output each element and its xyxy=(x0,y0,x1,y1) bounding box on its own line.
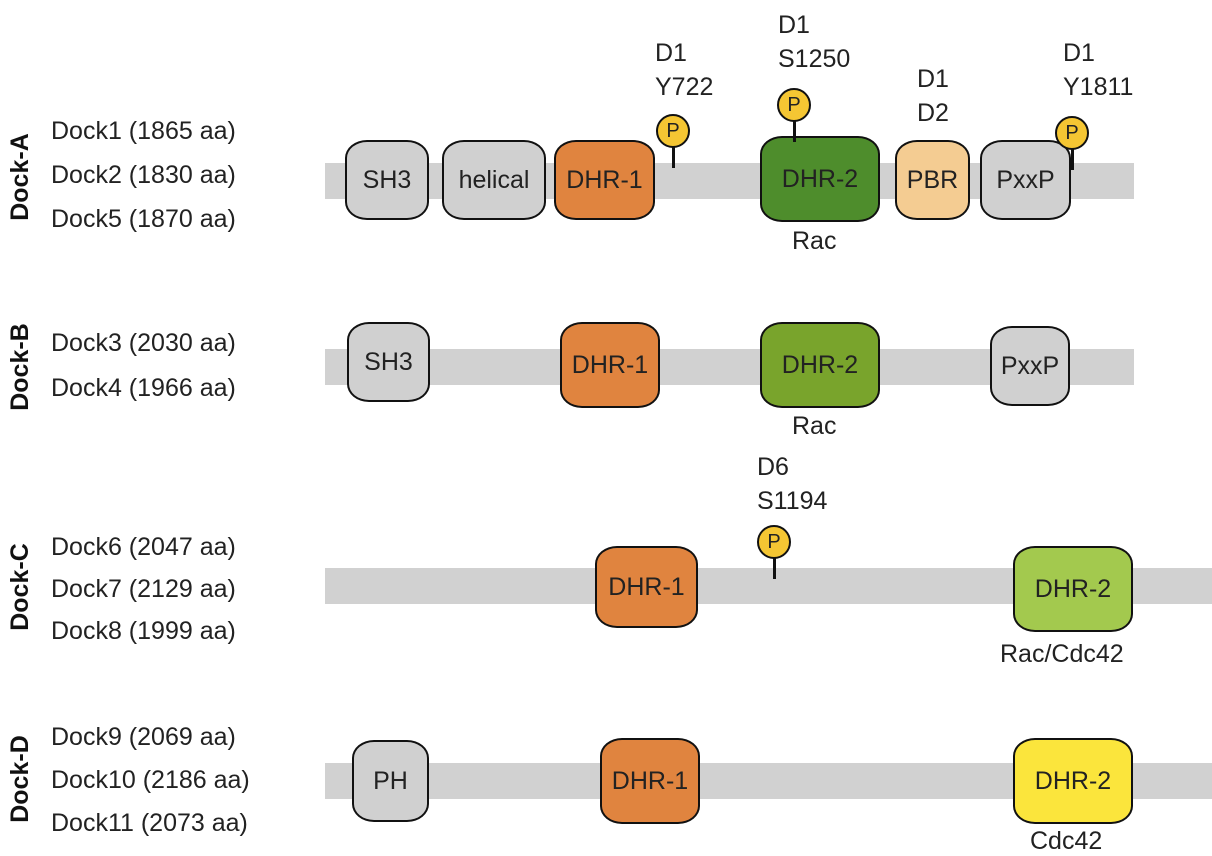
domain-sh3: SH3 xyxy=(345,140,429,220)
site-annotation-y1811: D1 Y1811 xyxy=(1063,36,1133,104)
domain-pbr: PBR xyxy=(895,140,970,220)
dhr2-target-label: Cdc42 xyxy=(1030,827,1103,855)
domain-sh3: SH3 xyxy=(347,322,430,402)
domain-dhr2: DHR-2 xyxy=(1013,738,1133,824)
site-annotation-pbr: D1 D2 xyxy=(917,62,949,130)
member-dock6: Dock6 (2047 aa) xyxy=(51,533,236,561)
member-dock8: Dock8 (1999 aa) xyxy=(51,617,236,645)
domain-pxxp: PxxP xyxy=(990,326,1070,406)
annotation-line: D6 xyxy=(757,453,789,481)
phospho-site: P xyxy=(1055,116,1091,170)
site-annotation-s1194: D6 S1194 xyxy=(757,450,827,518)
domain-dhr2: DHR-2 xyxy=(1013,546,1133,632)
phospho-site: P xyxy=(777,88,813,142)
annotation-line: Y1811 xyxy=(1063,73,1134,101)
annotation-line: D1 xyxy=(917,65,949,93)
family-label-dock-a: Dock-A xyxy=(6,133,34,221)
domain-dhr2: DHR-2 xyxy=(760,322,880,408)
domain-helical: helical xyxy=(442,140,546,220)
domain-pxxp: PxxP xyxy=(980,140,1071,220)
annotation-line: S1194 xyxy=(757,487,828,515)
domain-dhr1: DHR-1 xyxy=(554,140,655,220)
annotation-line: D1 xyxy=(778,11,810,39)
member-dock1: Dock1 (1865 aa) xyxy=(51,117,236,145)
family-label-dock-d: Dock-D xyxy=(6,735,34,823)
phospho-stem xyxy=(672,146,675,168)
domain-dhr2: DHR-2 xyxy=(760,136,880,222)
annotation-line: S1250 xyxy=(778,45,851,73)
phospho-stem xyxy=(773,557,776,579)
phosphorylation-circle-icon: P xyxy=(656,114,690,148)
annotation-line: D1 xyxy=(655,39,687,67)
phosphorylation-circle-icon: P xyxy=(1055,116,1089,150)
phosphorylation-circle-icon: P xyxy=(757,525,791,559)
dhr2-target-label: Rac/Cdc42 xyxy=(1000,640,1124,668)
member-dock7: Dock7 (2129 aa) xyxy=(51,575,236,603)
dhr2-target-label: Rac xyxy=(792,412,837,440)
domain-dhr1: DHR-1 xyxy=(600,738,700,824)
domain-ph: PH xyxy=(352,740,429,822)
member-dock3: Dock3 (2030 aa) xyxy=(51,329,236,357)
phospho-stem xyxy=(1071,148,1074,170)
site-annotation-y722: D1 Y722 xyxy=(655,36,713,104)
dhr2-target-label: Rac xyxy=(792,227,837,255)
site-annotation-s1250: D1 S1250 xyxy=(778,8,850,76)
member-dock9: Dock9 (2069 aa) xyxy=(51,723,236,751)
domain-dhr1: DHR-1 xyxy=(595,546,698,628)
annotation-line: D1 xyxy=(1063,39,1095,67)
phosphorylation-circle-icon: P xyxy=(777,88,811,122)
phospho-stem xyxy=(793,120,796,142)
annotation-line: D2 xyxy=(917,99,949,127)
member-dock2: Dock2 (1830 aa) xyxy=(51,161,236,189)
member-dock4: Dock4 (1966 aa) xyxy=(51,374,236,402)
family-label-dock-c: Dock-C xyxy=(6,543,34,631)
annotation-line: Y722 xyxy=(655,73,714,101)
member-dock10: Dock10 (2186 aa) xyxy=(51,766,250,794)
phospho-site: P xyxy=(757,525,793,579)
phospho-site: P xyxy=(656,114,692,168)
family-label-dock-b: Dock-B xyxy=(6,323,34,411)
member-dock11: Dock11 (2073 aa) xyxy=(51,809,248,837)
member-dock5: Dock5 (1870 aa) xyxy=(51,205,236,233)
domain-dhr1: DHR-1 xyxy=(560,322,660,408)
